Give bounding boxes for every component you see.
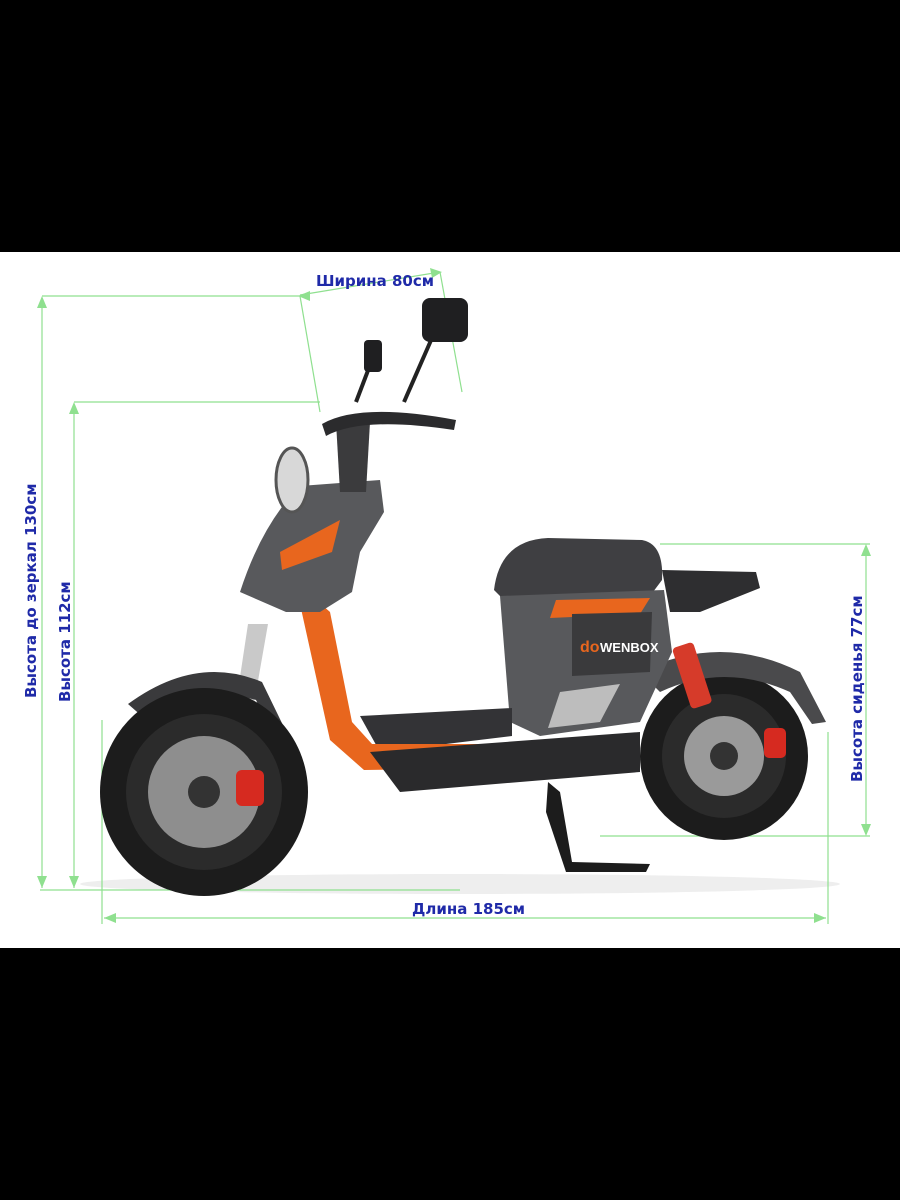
mirror-left <box>364 340 382 372</box>
brand-mark: do <box>580 639 600 656</box>
rear-caliper <box>764 728 786 758</box>
letterbox-top <box>0 0 900 252</box>
rear-rack <box>662 570 760 612</box>
headlight <box>274 446 310 514</box>
product-photo: do WENBOX Ширина 80см Высота до зеркал 1… <box>0 252 900 948</box>
label-height: Высота 112см <box>56 581 74 702</box>
seat <box>494 538 663 604</box>
front-fender <box>128 671 296 756</box>
front-wheel <box>100 688 308 896</box>
steering-column <box>336 422 370 492</box>
label-length: Длина 185см <box>412 900 526 918</box>
label-width: Ширина 80см <box>316 272 435 290</box>
dimension-arrows <box>37 268 871 923</box>
lower-chassis <box>370 732 640 792</box>
mirror-stem-right <box>402 337 434 403</box>
dimension-lines <box>40 271 870 924</box>
handlebar <box>322 411 456 436</box>
rear-wheel <box>640 672 808 840</box>
ground-shadow <box>80 874 840 894</box>
front-caliper <box>236 770 264 806</box>
brand-logo: WENBOX <box>600 640 659 655</box>
label-mirror-height: Высота до зеркал 130см <box>22 483 40 698</box>
letterbox-bottom <box>0 948 900 1200</box>
grey-stripes <box>548 684 620 728</box>
scooter-illustration: do WENBOX <box>37 268 871 924</box>
rear-shock <box>672 642 712 709</box>
label-seat-height: Высота сиденья 77см <box>848 595 866 782</box>
footboard <box>360 708 512 752</box>
orange-frame <box>300 596 492 770</box>
kickstand <box>546 782 650 872</box>
mirror-right <box>422 298 468 342</box>
front-orange-accent <box>280 520 340 570</box>
side-panel <box>572 612 652 676</box>
